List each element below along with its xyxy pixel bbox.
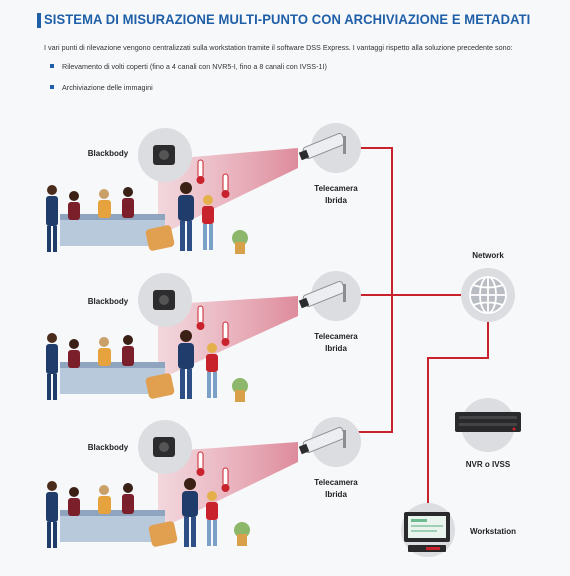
hybrid-camera-icon [298, 280, 346, 309]
people-group [46, 182, 248, 254]
thermometer-icon [196, 451, 230, 492]
page-title: SISTEMA DI MISURAZIONE MULTI-PUNTO CON A… [44, 11, 531, 27]
hybrid-camera-icon [298, 132, 346, 161]
bullet-item: Archiviazione delle immagini [50, 83, 153, 92]
thermometer-icon [196, 305, 230, 346]
blackbody-label: Blackbody [87, 297, 129, 306]
network-node [461, 268, 515, 322]
title-accent-bar [37, 13, 41, 28]
station-2 [46, 271, 361, 402]
nvr-node [455, 398, 521, 452]
nvr-label: NVR o IVSS [465, 460, 511, 469]
station-3 [46, 417, 361, 548]
blackbody-label: Blackbody [87, 443, 129, 452]
network-globe-icon [469, 276, 507, 314]
thermometer-icon [196, 159, 230, 198]
station-1 [46, 123, 361, 254]
nvr-icon [455, 412, 521, 432]
people-group [46, 478, 250, 548]
blackbody-label: Blackbody [87, 149, 129, 158]
network-label: Network [472, 251, 504, 260]
reception-desk [60, 514, 165, 542]
people-group [46, 330, 248, 402]
bullet-square-icon [50, 85, 54, 90]
workstation-node [401, 503, 455, 557]
bullet-square-icon [50, 64, 54, 69]
intro-text: I vari punti di rilevazione vengono cent… [44, 43, 513, 52]
hybrid-camera-icon [298, 426, 346, 455]
bullet-item: Rilevamento di volti coperti (fino a 4 c… [50, 62, 327, 71]
workstation-icon [404, 512, 450, 552]
network-cables [355, 147, 489, 510]
workstation-label: Workstation [469, 527, 517, 536]
